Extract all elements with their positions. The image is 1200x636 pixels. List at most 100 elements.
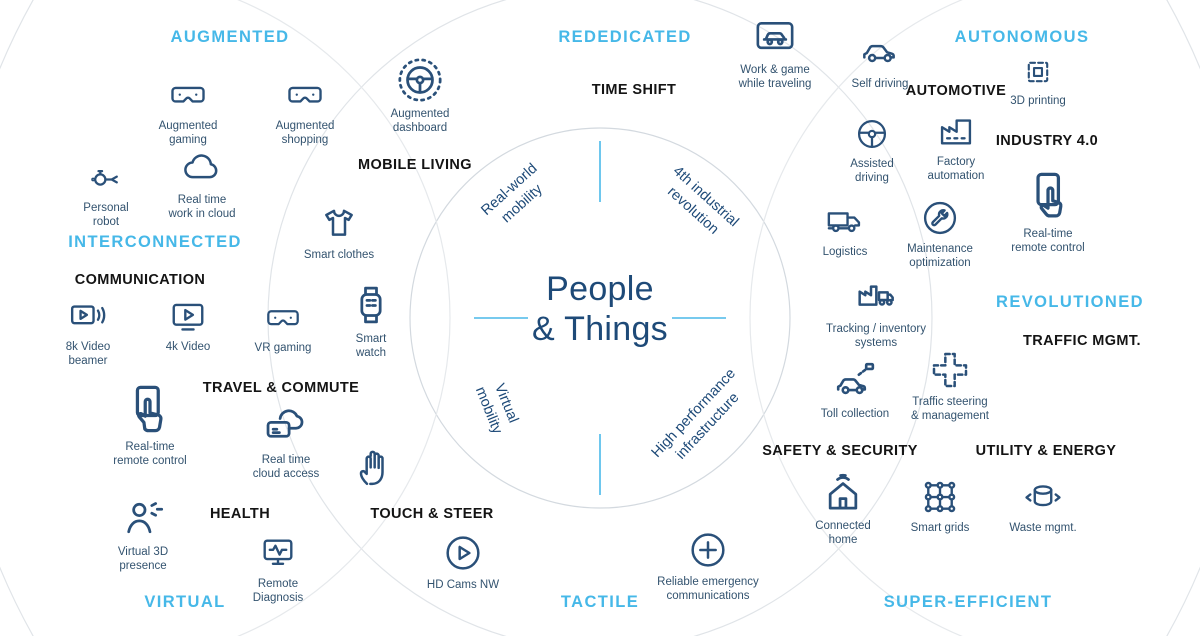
screen-play-icon bbox=[169, 297, 207, 335]
item-real-time-cloud-access: Real time cloud access bbox=[211, 404, 361, 481]
item-label: Toll collection bbox=[820, 408, 890, 420]
hand-phone-icon bbox=[124, 383, 176, 435]
item-label: Real time work in cloud bbox=[168, 194, 236, 221]
item-label: Factory automation bbox=[927, 156, 985, 183]
item-label: Augmented gaming bbox=[158, 120, 218, 147]
item-label: Connected home bbox=[815, 520, 871, 547]
watch-icon bbox=[349, 283, 393, 327]
item-smart-clothes: Smart clothes bbox=[264, 203, 414, 262]
section-header-time-shift: TIME SHIFT bbox=[591, 82, 677, 98]
item-label: Remote Diagnosis bbox=[252, 578, 304, 605]
section-header-utility-energy: UTILITY & ENERGY bbox=[975, 443, 1117, 459]
item-label: Personal robot bbox=[83, 202, 129, 229]
item-hand bbox=[300, 448, 450, 488]
vr-icon bbox=[169, 76, 207, 114]
tshirt-icon bbox=[319, 203, 359, 243]
item-self-driving: Self driving bbox=[805, 32, 955, 91]
car-icon bbox=[860, 32, 900, 72]
item-smart-grids: Smart grids bbox=[865, 478, 1015, 535]
item-label: Smart grids bbox=[910, 522, 970, 534]
ring-label-interconnected: INTERCONNECTED bbox=[68, 233, 242, 251]
item-real-time-work-in-cloud: Real time work in cloud bbox=[127, 148, 277, 221]
section-header-mobile-living: MOBILE LIVING bbox=[358, 157, 472, 173]
section-header-touch-steer: TOUCH & STEER bbox=[370, 506, 494, 522]
item-vr-gaming: VR gaming bbox=[208, 300, 358, 355]
waste-icon bbox=[1024, 478, 1062, 516]
grid-icon bbox=[921, 478, 959, 516]
steering-icon bbox=[854, 116, 890, 152]
item-label: Tracking / inventory systems bbox=[826, 323, 926, 350]
item-augmented-gaming: Augmented gaming bbox=[113, 76, 263, 147]
ring-label-virtual: VIRTUAL bbox=[144, 593, 226, 611]
item-label: Augmented shopping bbox=[275, 120, 335, 147]
item-remote-diagnosis: Remote Diagnosis bbox=[203, 534, 353, 605]
item-label: 3D printing bbox=[1010, 95, 1066, 107]
item-3d-printing: 3D printing bbox=[963, 55, 1113, 108]
person-3d-icon bbox=[121, 496, 165, 540]
item-logistics: Logistics bbox=[770, 202, 920, 259]
item-augmented-shopping: Augmented shopping bbox=[230, 76, 380, 147]
item-label: 8k Video beamer bbox=[65, 341, 111, 368]
item-label: Real-time remote control bbox=[1011, 228, 1085, 255]
item-augmented-dashboard: Augmented dashboard bbox=[345, 58, 495, 135]
item-label: Traffic steering & management bbox=[911, 396, 989, 423]
vr-icon bbox=[265, 300, 301, 336]
item-factory-automation: Factory automation bbox=[881, 112, 1031, 183]
item-label: Maintenance optimization bbox=[907, 243, 973, 270]
ring-label-rededicated: REDEDICATED bbox=[558, 28, 692, 46]
item-waste-mgmt: Waste mgmt. bbox=[968, 478, 1118, 535]
ring-label-augmented: AUGMENTED bbox=[170, 28, 290, 46]
item-4k-video: 4k Video bbox=[113, 297, 263, 354]
wrench-circle-icon bbox=[921, 199, 959, 237]
item-maintenance-optimization: Maintenance optimization bbox=[865, 199, 1015, 270]
traffic-cross-icon bbox=[930, 350, 970, 390]
item-real-time-remote-control: Real-time remote control bbox=[75, 383, 225, 468]
item-label: Real-time remote control bbox=[113, 441, 187, 468]
section-header-traffic-mgmt: TRAFFIC MGMT. bbox=[1023, 333, 1141, 349]
factory-icon bbox=[937, 112, 975, 150]
item-work-game-while-traveling: Work & game while traveling bbox=[700, 16, 850, 91]
section-header-health: HEALTH bbox=[209, 506, 271, 522]
hand-icon bbox=[355, 448, 395, 488]
monitor-pulse-icon bbox=[259, 534, 297, 572]
item-label: Work & game while traveling bbox=[738, 64, 812, 91]
item-hd-cams-nw: HD Cams NW bbox=[388, 533, 538, 592]
ring-label-autonomous: AUTONOMOUS bbox=[954, 28, 1090, 46]
item-label: Assisted driving bbox=[850, 158, 894, 185]
factory-truck-icon bbox=[856, 277, 896, 317]
ring-label-super-efficient: SUPER-EFFICIENT bbox=[883, 593, 1053, 611]
item-smart-watch: Smart watch bbox=[296, 283, 446, 360]
center-title-line2: & Things bbox=[532, 309, 668, 348]
vr-icon bbox=[286, 76, 324, 114]
section-header-communication: COMMUNICATION bbox=[74, 272, 206, 288]
item-8k-video-beamer: 8k Video beamer bbox=[13, 297, 163, 368]
item-connected-home: Connected home bbox=[768, 470, 918, 547]
tablet-car-icon bbox=[754, 16, 796, 58]
steering-dashed-icon bbox=[398, 58, 442, 102]
item-label: Reliable emergency communications bbox=[657, 576, 759, 603]
cloud-device-icon bbox=[264, 404, 308, 448]
quadrant-divider-lines bbox=[474, 141, 726, 495]
item-tracking-inventory-systems: Tracking / inventory systems bbox=[801, 277, 951, 350]
item-toll-collection: Toll collection bbox=[780, 360, 930, 421]
item-reliable-emergency-communications: Reliable emergency communications bbox=[633, 530, 783, 603]
plus-circle-icon bbox=[688, 530, 728, 570]
item-virtual-3d-presence: Virtual 3D presence bbox=[68, 496, 218, 573]
ring-label-tactile: TACTILE bbox=[560, 593, 640, 611]
item-label: VR gaming bbox=[254, 342, 312, 354]
item-label: Logistics bbox=[822, 246, 868, 258]
play-circle-icon bbox=[443, 533, 483, 573]
item-personal-robot: Personal robot bbox=[31, 160, 181, 229]
item-label: Augmented dashboard bbox=[390, 108, 450, 135]
item-assisted-driving: Assisted driving bbox=[797, 116, 947, 185]
cloud-icon bbox=[182, 148, 222, 188]
robot-icon bbox=[88, 160, 124, 196]
printer3d-icon bbox=[1021, 55, 1055, 89]
truck-icon bbox=[826, 202, 864, 240]
item-label: Smart clothes bbox=[303, 249, 375, 261]
car-signal-icon bbox=[834, 360, 876, 402]
item-label: HD Cams NW bbox=[426, 579, 500, 591]
section-header-industry-4-0: INDUSTRY 4.0 bbox=[995, 133, 1099, 149]
hand-tablet-icon bbox=[1022, 170, 1074, 222]
